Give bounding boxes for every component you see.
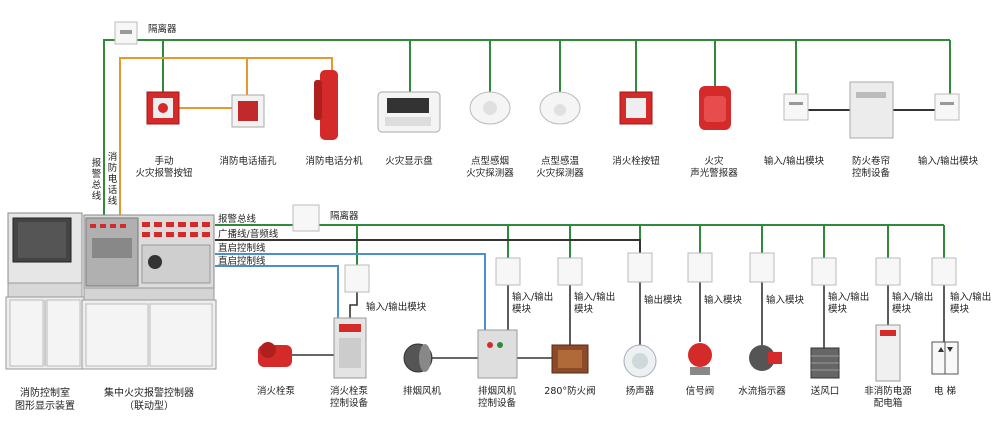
bottom-label-hydrant-pump: 消火栓泵 [256, 386, 295, 397]
bottom-label-fan-control: 排烟风机 控制设备 [477, 386, 516, 409]
top-bus-wiring [103, 39, 951, 215]
device-label-manual-alarm: 手动 火灾报警按钮 [135, 156, 193, 179]
phone-line [119, 57, 333, 215]
module-label-3: 输入/输出 模块 [574, 292, 616, 315]
alarm-bus-vertical-label: 报警总线 [91, 158, 102, 202]
device-label-heat-detector: 点型感温 火灾探测器 [536, 156, 584, 179]
module-label-7: 输入/输出 模块 [828, 292, 870, 315]
device-label-fire-display: 火灾显示盘 [385, 156, 433, 167]
bottom-label-water-flow: 水流指示器 [738, 386, 786, 397]
bottom-devices [258, 317, 959, 382]
device-label-phone-jack: 消防电话插孔 [219, 156, 277, 167]
direct-start-line-1 [215, 253, 486, 330]
direct-line-1-label: 直启控制线 [218, 243, 266, 254]
mid-modules [292, 204, 957, 293]
bottom-label-power-box: 非消防电源 配电箱 [864, 386, 912, 409]
isolator-mid [292, 204, 320, 232]
module-label-2: 输入/输出 模块 [512, 292, 554, 315]
bottom-label-air-vent: 送风口 [810, 386, 840, 397]
device-label-hydrant-button: 消火栓按钮 [612, 156, 660, 167]
bottom-label-fire-damper: 280°防火阀 [544, 386, 596, 397]
shutter-control-box [849, 81, 894, 139]
module-label-4: 输出模块 [644, 295, 683, 306]
bottom-label-signal-valve: 信号阀 [685, 386, 715, 397]
phone-line-vertical-label: 消防电话线 [107, 152, 118, 207]
module-label-9: 输入/输出 模块 [950, 292, 992, 315]
device-label-smoke-detector: 点型感烟 火灾探测器 [466, 156, 514, 179]
controller-label-panel: 集中火灾报警控制器 （联动型） [104, 388, 194, 412]
fan-control-cabinet [477, 329, 518, 379]
top-alarm-bus-line [103, 39, 950, 215]
direct-line-2-label: 直启控制线 [218, 256, 266, 267]
bottom-label-speaker: 扬声器 [625, 386, 655, 397]
io-module-top-1 [783, 93, 809, 121]
bottom-label-exhaust-fan: 排烟风机 [402, 386, 441, 397]
signal-valve [688, 343, 712, 367]
mid-isolator-label: 隔离器 [330, 211, 359, 222]
bottom-label-elevator: 电 梯 [933, 386, 957, 397]
isolator-top-label: 隔离器 [148, 24, 177, 35]
broadcast-line-label: 广播线/音频线 [218, 229, 279, 240]
module-label-6: 输入模块 [766, 295, 805, 306]
device-label-phone-extension: 消防电话分机 [305, 156, 363, 167]
module-label-1: 输入/输出模块 [366, 302, 427, 313]
device-label-io-module-1: 输入/输出模块 [763, 156, 825, 167]
bottom-label-pump-control: 消火栓泵 控制设备 [329, 386, 368, 409]
io-module-top-2 [934, 93, 960, 121]
device-label-shutter-control: 防火卷帘 控制设备 [851, 156, 890, 179]
module-label-8: 输入/输出 模块 [892, 292, 934, 315]
broadcast-line [215, 239, 641, 253]
water-flow-indicator [749, 345, 775, 371]
mid-alarm-bus-label: 报警总线 [218, 214, 257, 225]
device-label-sound-light: 火灾 声光警报器 [690, 156, 738, 179]
phone-extension [320, 70, 338, 140]
control-cabinet [5, 212, 217, 370]
direct-start-line-2 [215, 265, 339, 318]
device-label-io-module-2: 输入/输出模块 [917, 156, 979, 167]
top-devices [114, 21, 960, 140]
controller-label-room: 消防控制室 图形显示装置 [15, 388, 75, 412]
mid-bus-wiring [215, 224, 945, 359]
module-label-5: 输入模块 [704, 295, 743, 306]
